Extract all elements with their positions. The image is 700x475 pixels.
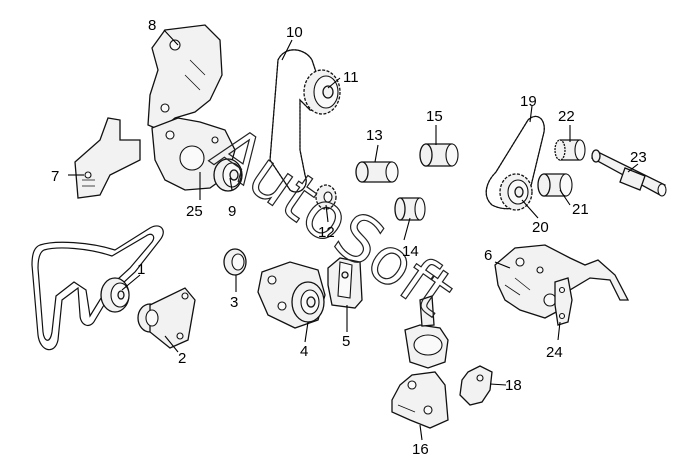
belt-tensioner (137, 287, 196, 349)
callout-18: 18 (505, 377, 522, 394)
water-pump (257, 261, 326, 329)
leader-lines (68, 29, 639, 441)
bracket-24 (554, 277, 573, 326)
idler-roller-13 (355, 161, 399, 183)
bracket-plate (74, 117, 141, 199)
callout-10: 10 (286, 24, 303, 41)
callout-25: 25 (186, 203, 203, 220)
callout-3: 3 (230, 294, 238, 311)
callout-12: 12 (318, 224, 335, 241)
balance-shaft (590, 149, 667, 197)
callout-11: 11 (343, 69, 359, 86)
callout-7: 7 (51, 168, 59, 185)
callout-16: 16 (412, 441, 429, 458)
callout-5: 5 (342, 333, 350, 350)
mount-bracket-16 (391, 371, 449, 429)
upper-timing-cover (147, 24, 223, 131)
callout-23: 23 (630, 149, 647, 166)
callout-21: 21 (572, 201, 589, 218)
balance-sprocket (499, 173, 533, 211)
idler-pulley (213, 158, 243, 192)
callout-1: 1 (137, 261, 145, 278)
callout-9: 9 (228, 203, 236, 220)
callout-15: 15 (426, 108, 443, 125)
small-sprocket (554, 139, 586, 161)
callout-13: 13 (366, 127, 383, 144)
callout-8: 8 (148, 17, 156, 34)
callout-6: 6 (484, 247, 492, 264)
tensioner-roller (394, 197, 426, 221)
roller-21 (537, 173, 573, 197)
crank-sprocket (315, 184, 337, 210)
callout-24: 24 (546, 344, 563, 361)
mounting-bracket (327, 257, 363, 309)
engine-mount-center (404, 295, 449, 369)
callout-4: 4 (300, 343, 308, 360)
callout-14: 14 (402, 243, 419, 260)
crank-pulley (100, 277, 130, 313)
callout-19: 19 (520, 93, 537, 110)
callout-20: 20 (532, 219, 549, 236)
auxiliary-drive-belt (31, 225, 164, 351)
camshaft-sprocket (303, 69, 341, 115)
small-bracket-18 (459, 365, 493, 406)
idler-roller-15 (419, 143, 459, 167)
callout-2: 2 (178, 350, 186, 367)
idler-pulley-3 (223, 248, 247, 276)
callout-numbers: 8 10 11 7 25 9 12 13 15 14 19 20 21 22 2… (51, 17, 647, 458)
callout-22: 22 (558, 108, 575, 125)
